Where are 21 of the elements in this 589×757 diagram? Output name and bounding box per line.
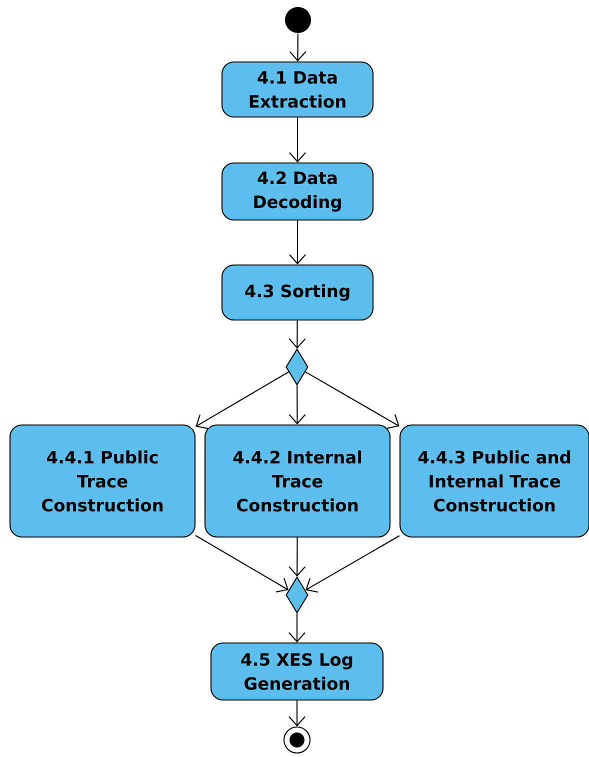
- activity-box: 4.4.2 Internal Trace Construction: [204, 424, 391, 538]
- arrow: [289, 220, 306, 264]
- arrow: [305, 371, 400, 429]
- activity-box: 4.1 Data Extraction: [221, 61, 374, 118]
- activity-box: 4.4.1 Public Trace Construction: [9, 424, 196, 538]
- activity-box: 4.3 Sorting: [221, 264, 374, 321]
- arrow: [196, 372, 289, 430]
- arrow: [289, 118, 306, 162]
- end-node: [283, 726, 311, 754]
- arrow: [288, 385, 306, 424]
- activity-box: 4.2 Data Decoding: [221, 162, 374, 221]
- arrow: [288, 320, 306, 349]
- arrow: [306, 535, 400, 593]
- arrow: [288, 538, 306, 577]
- arrow: [195, 535, 289, 593]
- activity-box: 4.4.3 Public and Internal Trace Construction: [399, 424, 589, 538]
- arrow: [289, 34, 306, 62]
- arrow: [288, 614, 306, 642]
- activity-box: 4.5 XES Log Generation: [210, 642, 384, 701]
- start-node: [285, 7, 311, 33]
- arrow: [288, 700, 306, 726]
